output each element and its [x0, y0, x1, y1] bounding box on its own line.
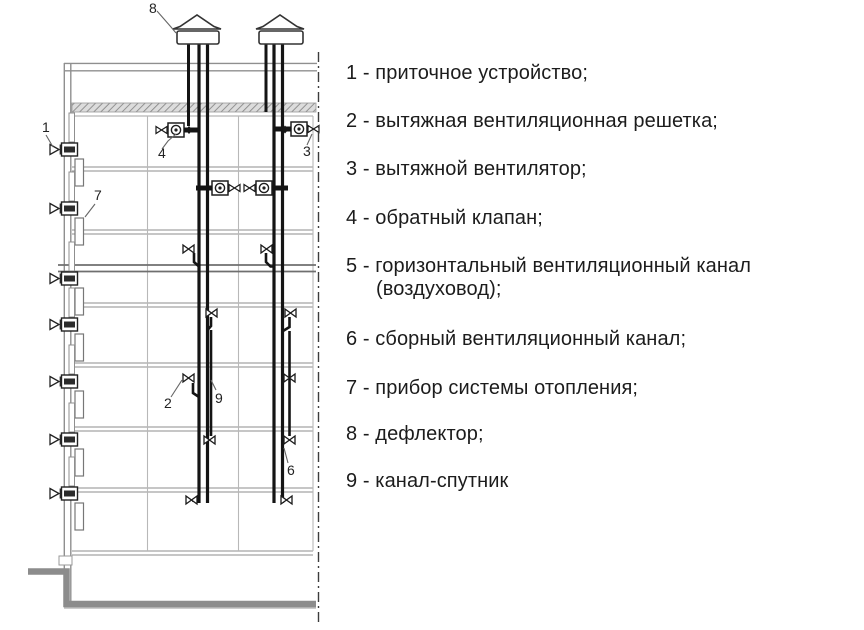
legend-item-9: 9 - канал-спутник [346, 470, 509, 492]
satellite-channel [192, 253, 200, 268]
callout-numbers: 8 1 4 3 7 2 9 6 [42, 0, 311, 478]
legend-item-8: 8 - дефлектор; [346, 423, 484, 445]
deflector-body [258, 30, 304, 45]
deflector-left [172, 14, 222, 45]
building-shell [63, 62, 317, 603]
callout-1: 1 [42, 119, 50, 135]
exhaust-grille [283, 435, 296, 445]
ground-line [28, 568, 316, 608]
legend-item-6: 6 - сборный вентиляционный канал; [346, 328, 687, 350]
satellite-channel [282, 317, 291, 333]
callout-2: 2 [164, 395, 172, 411]
leader-1 [45, 134, 54, 148]
supply-device [49, 241, 85, 316]
basement-wall-opening [58, 555, 73, 566]
horizontal-duct [58, 264, 316, 273]
leader-8 [156, 10, 177, 34]
roof-slab-hatch [71, 102, 317, 113]
leader-3 [306, 133, 313, 146]
callout-6: 6 [287, 462, 295, 478]
legend-item-2: 2 - вытяжная вентиляционная решетка; [346, 110, 718, 132]
callout-leaders [45, 10, 313, 464]
callout-4: 4 [158, 145, 166, 161]
exhaust-grille [280, 495, 293, 505]
legend-item-5: 5 - горизонтальный вентиляционный канал [346, 255, 751, 277]
callout-8: 8 [149, 0, 157, 16]
exhaust-grille [284, 308, 297, 318]
diagram-svg: 8 1 4 3 7 2 9 6 [28, 0, 345, 622]
leader-2 [170, 379, 183, 398]
satellite-channel [191, 383, 200, 399]
exhaust-grille [182, 244, 195, 254]
legend-item-1: 1 - приточное устройство; [346, 62, 589, 84]
satellite-channel [264, 253, 274, 268]
legend-item-5-line2: (воздуховод); [376, 278, 502, 300]
legend: 1 - приточное устройство; 2 - вытяжная в… [344, 0, 862, 630]
legend-item-4: 4 - обратный клапан; [346, 207, 543, 229]
deflector-cap-icon [255, 14, 305, 30]
leader-4 [161, 133, 177, 150]
legend-item-3: 3 - вытяжной вентилятор; [346, 158, 587, 180]
exhaust-grille [185, 495, 198, 505]
exhaust-shafts [187, 44, 291, 503]
exhaust-grille [260, 244, 273, 254]
exhaust-grille [182, 373, 195, 383]
exhaust-grille [203, 435, 216, 445]
callout-9: 9 [215, 390, 223, 406]
exhaust-fan [156, 123, 200, 137]
deflector-cap-icon [172, 14, 222, 30]
callout-7: 7 [94, 187, 102, 203]
supply-device [49, 112, 85, 187]
check-valve-icon [281, 125, 289, 134]
satellite-channel [206, 317, 213, 331]
leader-7 [84, 203, 96, 218]
leader-9 [210, 379, 217, 391]
exhaust-fan [196, 181, 240, 195]
exhaust-grille [205, 308, 218, 318]
legend-item-7: 7 - прибор системы отопления; [346, 377, 639, 399]
building-section-diagram: 8 1 4 3 7 2 9 6 [0, 0, 345, 630]
floor-slabs [72, 166, 313, 556]
callout-3: 3 [303, 143, 311, 159]
room-partitions [146, 116, 314, 551]
deflector-right [255, 14, 305, 45]
leader-6 [283, 447, 289, 464]
deflector-body [176, 30, 220, 45]
check-valve-icon [185, 126, 193, 134]
